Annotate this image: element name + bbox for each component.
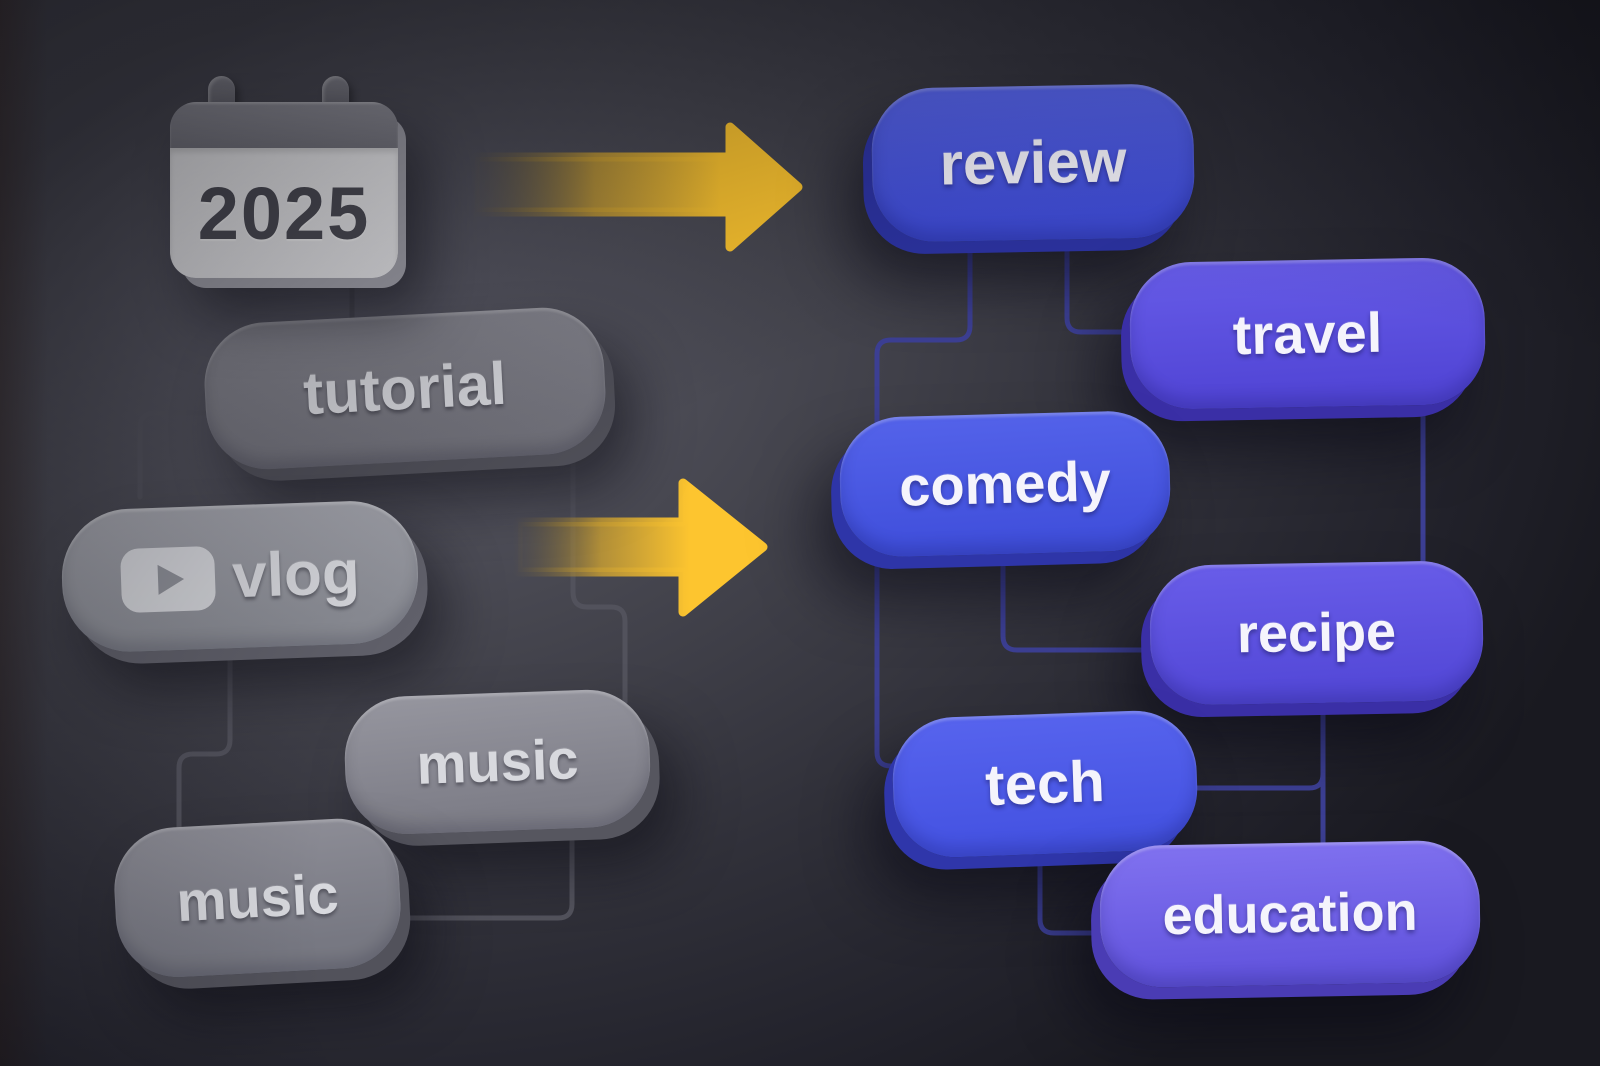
tag-travel-label: travel [1232,300,1383,366]
tag-vlog-label: vlog [231,537,361,611]
tag-music-1-label: music [415,727,580,796]
youtube-play-icon [119,544,217,613]
tag-recipe-label: recipe [1236,601,1397,665]
tag-comedy: comedy [838,409,1172,559]
arrow-right-icon-bottom [513,478,768,617]
tag-tech: tech [890,708,1200,860]
tag-music-2-label: music [174,861,340,934]
tag-education: education [1098,839,1482,989]
tag-tech-label: tech [984,748,1106,819]
calendar-year: 2025 [197,171,371,255]
calendar-face: 2025 [170,148,398,278]
tag-recipe: recipe [1148,560,1485,706]
tag-comedy-label: comedy [898,449,1112,518]
tag-music-2: music [111,815,404,981]
calendar-card: 2025 [170,102,398,278]
tag-review-label: review [939,127,1127,198]
calendar-icon: 2025 [170,76,398,278]
tag-education-label: education [1161,881,1419,947]
tag-tutorial-label: tutorial [301,349,509,427]
arrow-right-icon-top [470,122,803,252]
tag-vlog: vlog [59,498,421,655]
tag-music-1: music [342,687,653,837]
tag-tutorial: tutorial [201,304,609,473]
tag-travel: travel [1128,256,1487,411]
target-connector-lines [874,233,1426,936]
tag-review: review [870,83,1196,243]
calendar-header [170,102,398,148]
